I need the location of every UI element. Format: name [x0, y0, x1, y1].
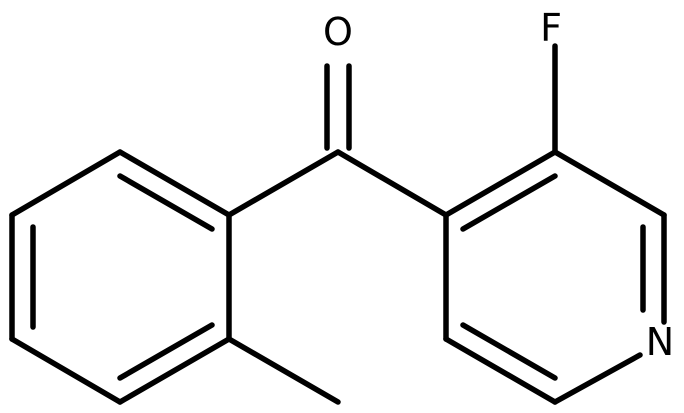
bond-carbonyl-to-toluene	[226, 149, 341, 218]
nitrogen-atom-label: N	[646, 320, 674, 364]
toluene-bond-2	[9, 149, 123, 218]
toluene-bond-1	[117, 149, 232, 218]
pyridine-bond-1-inner	[460, 173, 558, 232]
methyl-bond	[226, 336, 341, 405]
pyridine-bond-5	[443, 336, 558, 405]
pyridine-bond-1	[443, 149, 558, 218]
toluene-bond-5-inner	[117, 322, 215, 381]
pyridine-bond-2	[552, 149, 667, 218]
pyridine-bond-4	[552, 352, 643, 405]
toluene-bond-4	[9, 336, 123, 405]
pyridine-ring	[443, 43, 667, 405]
pyridine-bond-5-inner	[460, 322, 558, 381]
carbonyl-group	[226, 63, 449, 218]
bond-carbonyl-to-pyridine	[335, 149, 449, 218]
toluene-ring	[9, 149, 341, 405]
oxygen-atom-label: O	[323, 10, 353, 54]
toluene-bond-5	[117, 336, 232, 405]
toluene-bond-1-inner	[117, 173, 215, 232]
fluorine-atom-label: F	[540, 6, 562, 50]
